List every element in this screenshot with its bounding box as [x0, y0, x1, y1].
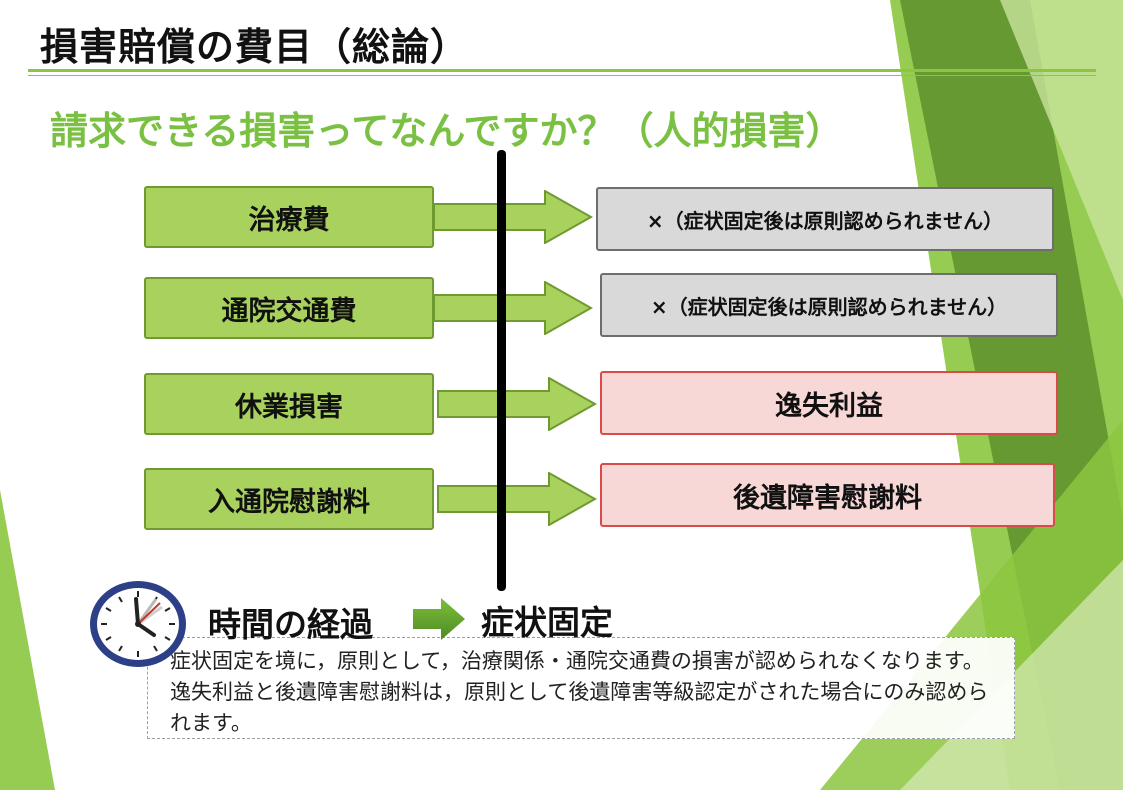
clock-icon: [90, 581, 186, 667]
symptom-fixation-label: 症状固定: [481, 603, 613, 642]
result-box-commute: ×（症状固定後は原則認められません）: [600, 273, 1058, 337]
arrow-right-icon: [433, 190, 593, 244]
item-box-consolation: 入通院慰謝料: [144, 468, 434, 530]
page-title: 損害賠償の費目（総論）: [40, 25, 470, 69]
explanation-note: 症状固定を境に，原則として，治療関係・通院交通費の損害が認められなくなります。逸…: [147, 637, 1015, 739]
arrow-right-icon: [437, 377, 597, 431]
symptom-fixation-line: [497, 150, 506, 591]
title-rule: [28, 69, 1096, 72]
item-box-lost-wages: 休業損害: [144, 373, 434, 435]
elapsed-time-label: 時間の経過: [208, 605, 373, 644]
item-box-treatment: 治療費: [144, 186, 434, 248]
bg-shape-left-strip: [0, 490, 55, 790]
arrow-right-icon: [437, 472, 597, 526]
result-box-treatment: ×（症状固定後は原則認められません）: [596, 187, 1054, 251]
result-box-aftereffect-consolation: 後遺障害慰謝料: [600, 463, 1055, 527]
arrow-right-icon: [433, 281, 593, 335]
subtitle: 請求できる損害ってなんですか？（人的損害）: [50, 109, 844, 153]
arrow-right-icon: [413, 598, 465, 640]
result-box-lost-profit: 逸失利益: [600, 371, 1058, 435]
title-rule-thin: [28, 75, 1096, 76]
item-box-commute: 通院交通費: [144, 277, 434, 339]
